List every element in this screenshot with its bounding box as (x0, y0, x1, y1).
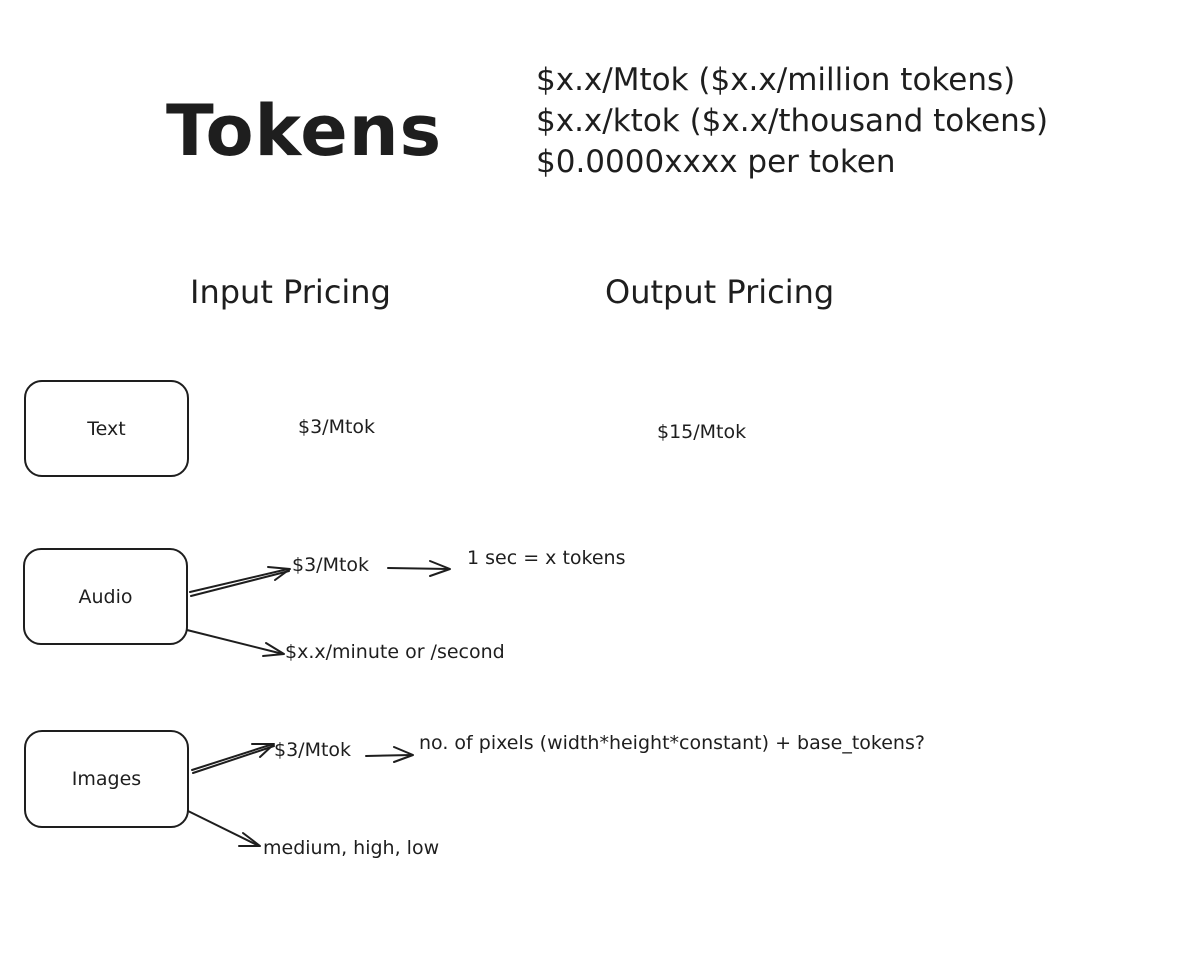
arrow-images-price-to-formula (365, 754, 413, 757)
page-title: Tokens (166, 90, 443, 172)
images-modality-box: Images (24, 730, 189, 828)
output-pricing-heading: Output Pricing (605, 273, 835, 311)
arrowhead-images-detail (238, 832, 261, 847)
audio-modality-box: Audio (23, 548, 188, 645)
audio-modality-label: Audio (78, 585, 133, 608)
arrow-images-to-detail-levels (185, 809, 260, 847)
audio-token-conversion: 1 sec = x tokens (467, 547, 626, 569)
arrowhead-audio-input (267, 566, 291, 581)
images-token-formula: no. of pixels (width*height*constant) + … (419, 732, 925, 754)
text-modality-box: Text (24, 380, 189, 477)
arrow-audio-to-input-price (189, 568, 290, 597)
arrow-audio-to-alt-price (186, 629, 284, 655)
images-input-price: $3/Mtok (274, 739, 352, 761)
rate-format-per-token: $0.0000xxxx per token (536, 144, 896, 180)
arrowhead-images-input (251, 743, 275, 758)
arrow-audio-price-to-conversion (387, 567, 450, 570)
input-pricing-heading: Input Pricing (190, 273, 391, 311)
rate-format-per-thousand: $x.x/ktok ($x.x/thousand tokens) (536, 103, 1049, 139)
arrow-images-to-input-price (191, 743, 275, 774)
text-modality-label: Text (87, 417, 126, 440)
arrowhead-images-formula (393, 746, 414, 763)
arrowhead-audio-alt (262, 642, 285, 657)
audio-input-price: $3/Mtok (292, 554, 370, 576)
arrowhead-audio-conversion (429, 560, 451, 577)
images-modality-label: Images (71, 768, 142, 790)
audio-alt-price: $x.x/minute or /second (285, 641, 505, 663)
text-input-price: $3/Mtok (298, 416, 376, 438)
rate-format-per-million: $x.x/Mtok ($x.x/million tokens) (536, 62, 1016, 98)
images-detail-levels: medium, high, low (263, 837, 440, 859)
text-output-price: $15/Mtok (657, 421, 747, 443)
rate-format-list: $x.x/Mtok ($x.x/million tokens) $x.x/kto… (536, 60, 1048, 183)
